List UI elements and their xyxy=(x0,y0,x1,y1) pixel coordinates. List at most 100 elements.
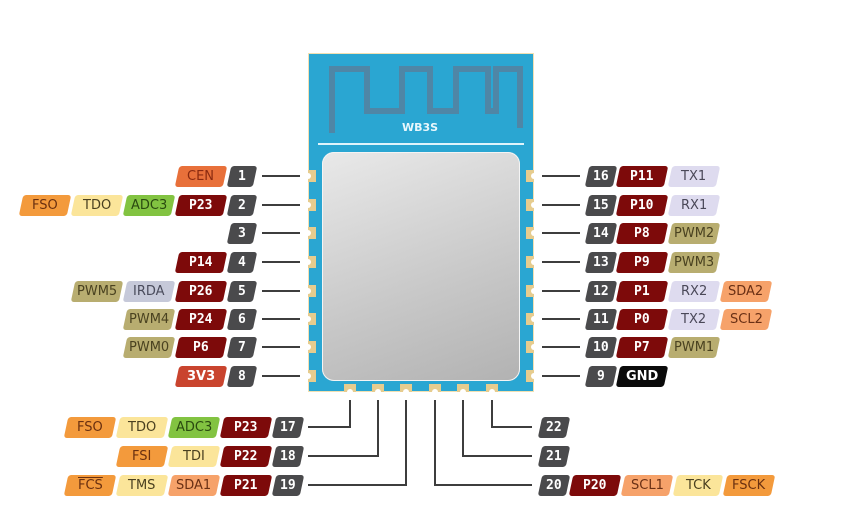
pad-8 xyxy=(305,370,316,382)
wire-5 xyxy=(262,290,300,292)
pin-2-gpio: P23 xyxy=(174,195,228,216)
pad-9 xyxy=(526,370,537,382)
pad-6 xyxy=(305,313,316,325)
pin-4-gpio: P14 xyxy=(174,252,228,273)
pin-12-gpio: P1 xyxy=(615,281,669,302)
pin-number-9: 9 xyxy=(584,366,618,387)
pin-17-gpio: P23 xyxy=(219,417,273,438)
pin-12-i2c: SDA2 xyxy=(719,281,773,302)
pin-number-4: 4 xyxy=(226,252,258,273)
pin-20-flash: FSCK xyxy=(722,475,776,496)
pad-4 xyxy=(305,256,316,268)
pin-number-18: 18 xyxy=(271,446,305,467)
pin-16-gpio: P11 xyxy=(615,166,669,187)
pad-20 xyxy=(429,384,441,395)
pin-1-cen: CEN xyxy=(174,166,228,187)
pin-2-flash: FSO xyxy=(18,195,72,216)
wire-7 xyxy=(262,346,300,348)
pin-number-19: 19 xyxy=(271,475,305,496)
pin-19-jtag: TMS xyxy=(115,475,169,496)
wire-1 xyxy=(262,175,300,177)
pad-13 xyxy=(526,256,537,268)
pad-21 xyxy=(457,384,469,395)
pin-number-22: 22 xyxy=(537,417,571,438)
wire-19-v xyxy=(405,400,407,486)
pin-10-gpio: P7 xyxy=(615,337,669,358)
wire-15 xyxy=(542,204,580,206)
pin-7-gpio: P6 xyxy=(174,337,228,358)
wire-16 xyxy=(542,175,580,177)
pin-5-gpio: P26 xyxy=(174,281,228,302)
wire-18-h xyxy=(308,455,379,457)
pin-6-gpio: P24 xyxy=(174,309,228,330)
pad-11 xyxy=(526,313,537,325)
pad-16 xyxy=(526,170,537,182)
pin-number-16: 16 xyxy=(584,166,618,187)
pin-number-12: 12 xyxy=(584,281,618,302)
wire-19-h xyxy=(308,484,407,486)
pad-22 xyxy=(486,384,498,395)
wire-18-v xyxy=(377,400,379,457)
pin-14-pwm: PWM2 xyxy=(667,223,721,244)
pin-number-17: 17 xyxy=(271,417,305,438)
pin-number-6: 6 xyxy=(226,309,258,330)
pin-number-1: 1 xyxy=(226,166,258,187)
pin-8-power: 3V3 xyxy=(174,366,228,387)
pin-12-uart: RX2 xyxy=(667,281,721,302)
pin-19-i2c: SDA1 xyxy=(167,475,221,496)
wire-9 xyxy=(542,375,580,377)
pin-5-irda: IRDA xyxy=(122,281,176,302)
pad-14 xyxy=(526,227,537,239)
wire-20-v xyxy=(434,400,436,486)
pin-16-uart: TX1 xyxy=(667,166,721,187)
pad-2 xyxy=(305,199,316,211)
pin-13-gpio: P9 xyxy=(615,252,669,273)
pad-10 xyxy=(526,341,537,353)
pin-20-i2c: SCL1 xyxy=(620,475,674,496)
pin-18-jtag: TDI xyxy=(167,446,221,467)
pin-18-gpio: P22 xyxy=(219,446,273,467)
pin-number-14: 14 xyxy=(584,223,618,244)
module-name: WB3S xyxy=(401,121,439,134)
pin-6-pwm: PWM4 xyxy=(122,309,176,330)
wire-4 xyxy=(262,261,300,263)
wire-14 xyxy=(542,232,580,234)
pin-number-21: 21 xyxy=(537,446,571,467)
pin-11-i2c: SCL2 xyxy=(719,309,773,330)
pin-5-pwm: PWM5 xyxy=(70,281,124,302)
pad-12 xyxy=(526,285,537,297)
pin-10-pwm: PWM1 xyxy=(667,337,721,358)
wire-21-v xyxy=(462,400,464,457)
pin-17-flash: FSO xyxy=(63,417,117,438)
pin-20-gpio: P20 xyxy=(568,475,622,496)
pin-number-7: 7 xyxy=(226,337,258,358)
pin-number-3: 3 xyxy=(226,223,258,244)
pin-number-15: 15 xyxy=(584,195,618,216)
pin-2-adc: ADC3 xyxy=(122,195,176,216)
pin-number-5: 5 xyxy=(226,281,258,302)
pin-number-20: 20 xyxy=(537,475,571,496)
pin-number-8: 8 xyxy=(226,366,258,387)
rf-shield xyxy=(322,152,520,381)
pin-17-adc: ADC3 xyxy=(167,417,221,438)
pin-number-10: 10 xyxy=(584,337,618,358)
wire-21-h xyxy=(462,455,532,457)
antenna-trace-icon xyxy=(329,66,523,133)
wire-22-h xyxy=(491,426,532,428)
wire-13 xyxy=(542,261,580,263)
pin-11-gpio: P0 xyxy=(615,309,669,330)
pin-number-13: 13 xyxy=(584,252,618,273)
pad-3 xyxy=(305,227,316,239)
pin-number-2: 2 xyxy=(226,195,258,216)
wire-2 xyxy=(262,204,300,206)
pin-20-jtag: TCK xyxy=(672,475,724,496)
pin-14-gpio: P8 xyxy=(615,223,669,244)
pin-19-flash: FCS xyxy=(63,475,117,496)
wire-20-h xyxy=(434,484,532,486)
wire-17-v xyxy=(349,400,351,428)
pin-11-uart: TX2 xyxy=(667,309,721,330)
divider xyxy=(318,143,524,145)
wire-11 xyxy=(542,318,580,320)
pin-9-ground: GND xyxy=(615,366,669,387)
